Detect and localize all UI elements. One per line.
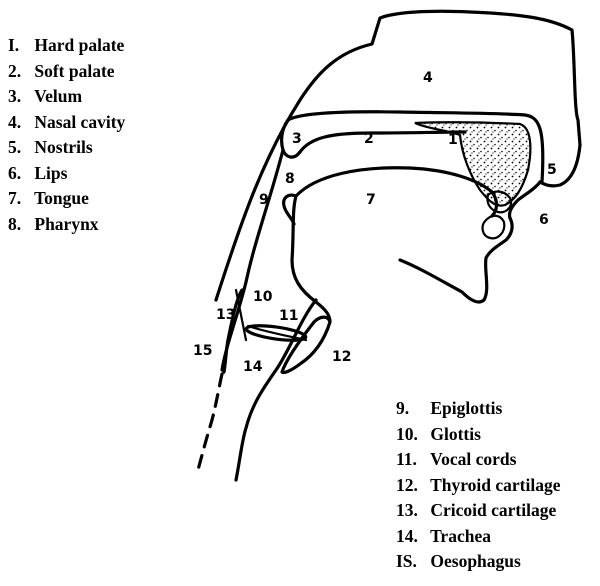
legend-number: 9. [396,396,426,422]
legend-item-cricoid-cartilage: 13. Cricoid cartilage [396,498,561,524]
legend-number: 11. [396,447,426,473]
pharynx-back-wall [222,150,283,370]
legend-number: 12. [396,473,426,499]
diagram-label-5: 5 [547,162,557,178]
legend-item-oesophagus: IS. Oesophagus [396,549,561,575]
diagram-label-8: 8 [285,171,295,187]
oesophagus-line [198,374,222,470]
legend-label: Epiglottis [430,398,502,418]
diagram-label-9: 9 [259,192,269,208]
legend-item-trachea: 14. Trachea [396,524,561,550]
legend-label: Glottis [430,424,481,444]
diagram-label-3: 3 [292,131,302,147]
nose-outline [540,145,580,186]
diagram-label-1: 1 [448,132,458,148]
legend-number: 10. [396,422,426,448]
diagram-label-2: 2 [364,131,374,147]
legend-label: Oesophagus [430,551,520,571]
jaw-line [292,196,330,322]
palate-underside [300,132,465,152]
legend-label: Vocal cords [430,449,516,469]
legend-item-epiglottis: 9. Epiglottis [396,396,561,422]
diagram-label-14: 14 [243,359,263,375]
legend-item-glottis: 10. Glottis [396,422,561,448]
legend-number: IS. [396,549,426,575]
hard-palate-bone [415,122,530,205]
tongue-outline [296,168,497,216]
diagram-label-6: 6 [539,212,549,228]
legend-label: Trachea [430,526,491,546]
legend-bottom: 9. Epiglottis 10. Glottis 11. Vocal cord… [396,396,561,575]
legend-number: 13. [396,498,426,524]
diagram-label-10: 10 [253,289,273,305]
diagram-label-12: 12 [332,349,351,365]
diagram-label-4: 4 [423,70,433,86]
legend-number: 14. [396,524,426,550]
legend-item-thyroid-cartilage: 12. Thyroid cartilage [396,473,561,499]
diagram-label-13: 13 [216,307,235,323]
diagram-label-7: 7 [366,192,376,208]
lower-teeth [483,216,505,239]
lower-lip-chin [400,218,512,302]
legend-label: Thyroid cartilage [430,475,560,495]
diagram-label-15: 15 [193,343,212,359]
legend-label: Cricoid cartilage [430,500,556,520]
legend-item-vocal-cords: 11. Vocal cords [396,447,561,473]
diagram-label-11: 11 [279,308,298,324]
